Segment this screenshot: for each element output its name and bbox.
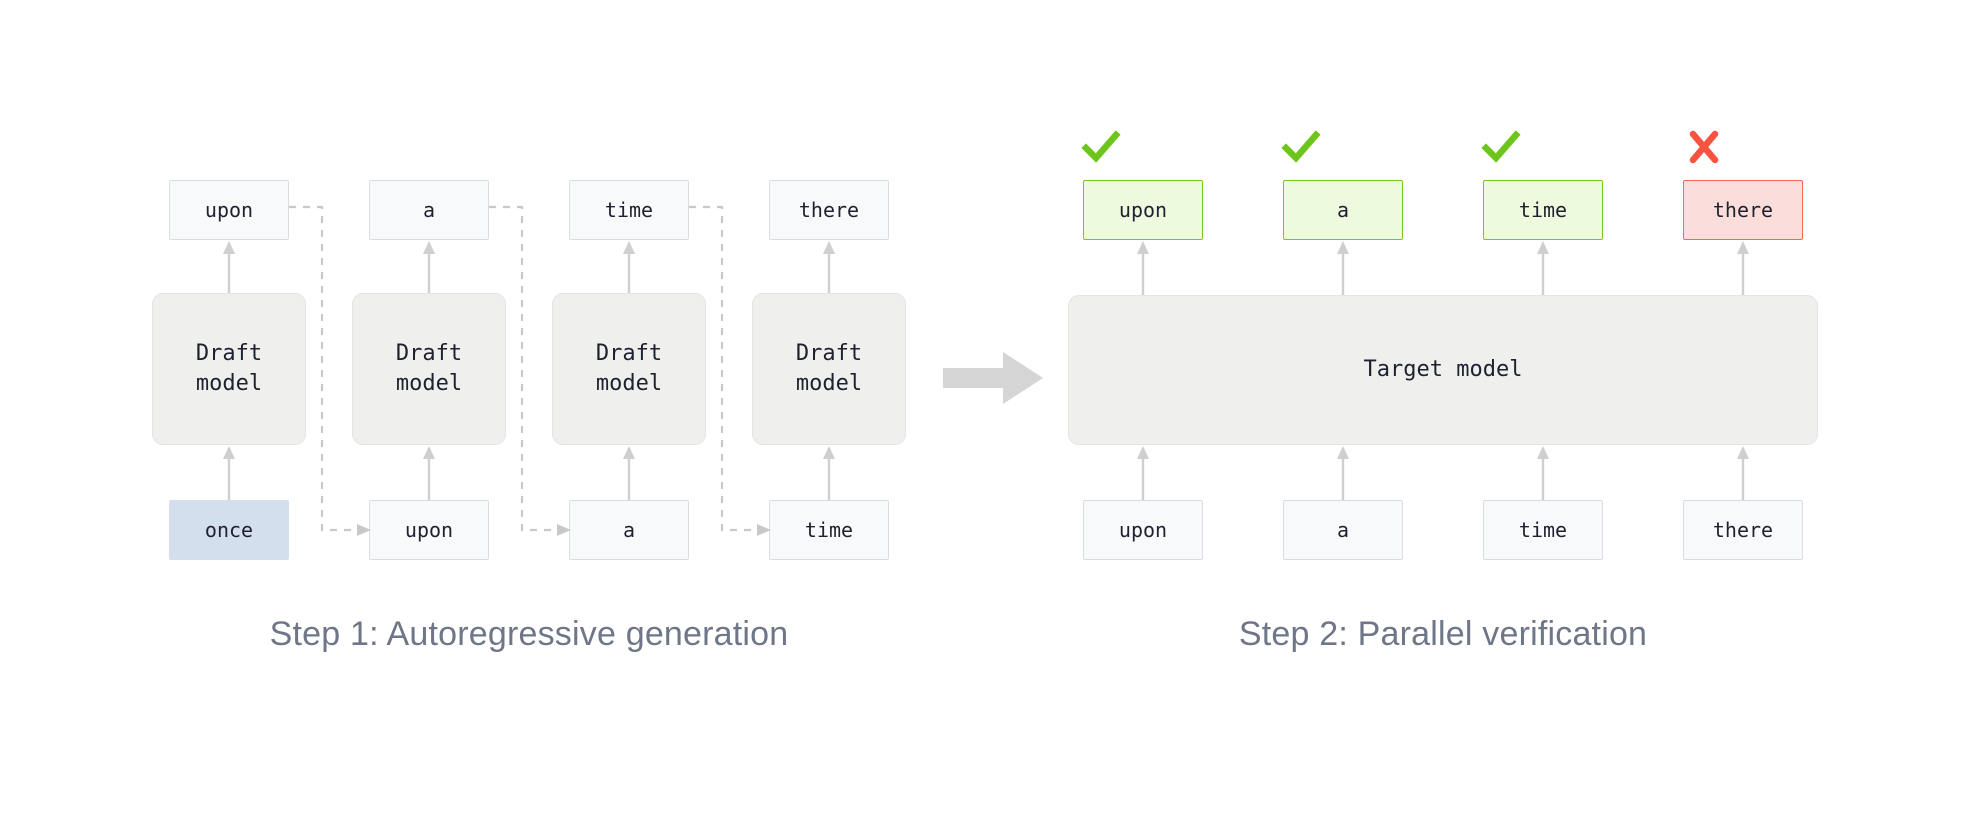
- arrow-up-model-to-output-3: [622, 240, 636, 294]
- arrow-up-input-to-model-3: [622, 445, 636, 501]
- check-icon-3: [1481, 130, 1521, 164]
- check-icon-2: [1281, 130, 1321, 164]
- verified-output-token-4: there: [1683, 180, 1803, 240]
- arrow-up-input-to-target-1: [1136, 445, 1150, 501]
- cross-icon-4: [1688, 130, 1720, 164]
- draft-input-token-3: a: [569, 500, 689, 560]
- draft-model-block-2: Draft model: [352, 293, 506, 445]
- draft-input-token-2: upon: [369, 500, 489, 560]
- arrow-up-input-to-target-3: [1536, 445, 1550, 501]
- draft-output-token-3: time: [569, 180, 689, 240]
- arrow-up-target-to-output-4: [1736, 240, 1750, 296]
- target-model-block: Target model: [1068, 295, 1818, 445]
- draft-model-label-line2: model: [195, 371, 263, 396]
- check-icon-1: [1081, 130, 1121, 164]
- arrow-up-target-to-output-2: [1336, 240, 1350, 296]
- step2-caption: Step 2: Parallel verification: [1238, 615, 1648, 653]
- arrow-up-input-to-model-2: [422, 445, 436, 501]
- draft-model-label-line2: model: [595, 371, 663, 396]
- step1-caption: Step 1: Autoregressive generation: [269, 615, 789, 653]
- target-input-token-3: time: [1483, 500, 1603, 560]
- feedback-connector-2: [489, 200, 584, 540]
- target-model-label: Target model: [1363, 357, 1523, 383]
- draft-output-token-4: there: [769, 180, 889, 240]
- draft-model-block-4: Draft model: [752, 293, 906, 445]
- draft-model-label-line1: Draft: [595, 341, 663, 367]
- arrow-up-input-to-target-2: [1336, 445, 1350, 501]
- arrow-up-input-to-model-4: [822, 445, 836, 501]
- target-input-token-2: a: [1283, 500, 1403, 560]
- feedback-connector-1: [289, 200, 384, 540]
- draft-model-label-line2: model: [795, 371, 863, 396]
- draft-model-block-1: Draft model: [152, 293, 306, 445]
- draft-output-token-2: a: [369, 180, 489, 240]
- draft-model-label-line1: Draft: [395, 341, 463, 367]
- arrow-up-input-to-model-1: [222, 445, 236, 501]
- draft-model-label-line1: Draft: [195, 341, 263, 367]
- arrow-up-target-to-output-1: [1136, 240, 1150, 296]
- arrow-up-model-to-output-1: [222, 240, 236, 294]
- target-input-token-4: there: [1683, 500, 1803, 560]
- feedback-connector-3: [689, 200, 784, 540]
- verified-output-token-3: time: [1483, 180, 1603, 240]
- draft-model-block-3: Draft model: [552, 293, 706, 445]
- draft-output-token-1: upon: [169, 180, 289, 240]
- target-input-token-1: upon: [1083, 500, 1203, 560]
- arrow-up-model-to-output-4: [822, 240, 836, 294]
- arrow-up-target-to-output-3: [1536, 240, 1550, 296]
- draft-input-token-4: time: [769, 500, 889, 560]
- arrow-up-input-to-target-4: [1736, 445, 1750, 501]
- draft-model-label-line1: Draft: [795, 341, 863, 367]
- verified-output-token-1: upon: [1083, 180, 1203, 240]
- arrow-up-model-to-output-2: [422, 240, 436, 294]
- draft-model-label-line2: model: [395, 371, 463, 396]
- draft-input-token-1-seed: once: [169, 500, 289, 560]
- verified-output-token-2: a: [1283, 180, 1403, 240]
- right-block-arrow-icon: [943, 352, 1043, 404]
